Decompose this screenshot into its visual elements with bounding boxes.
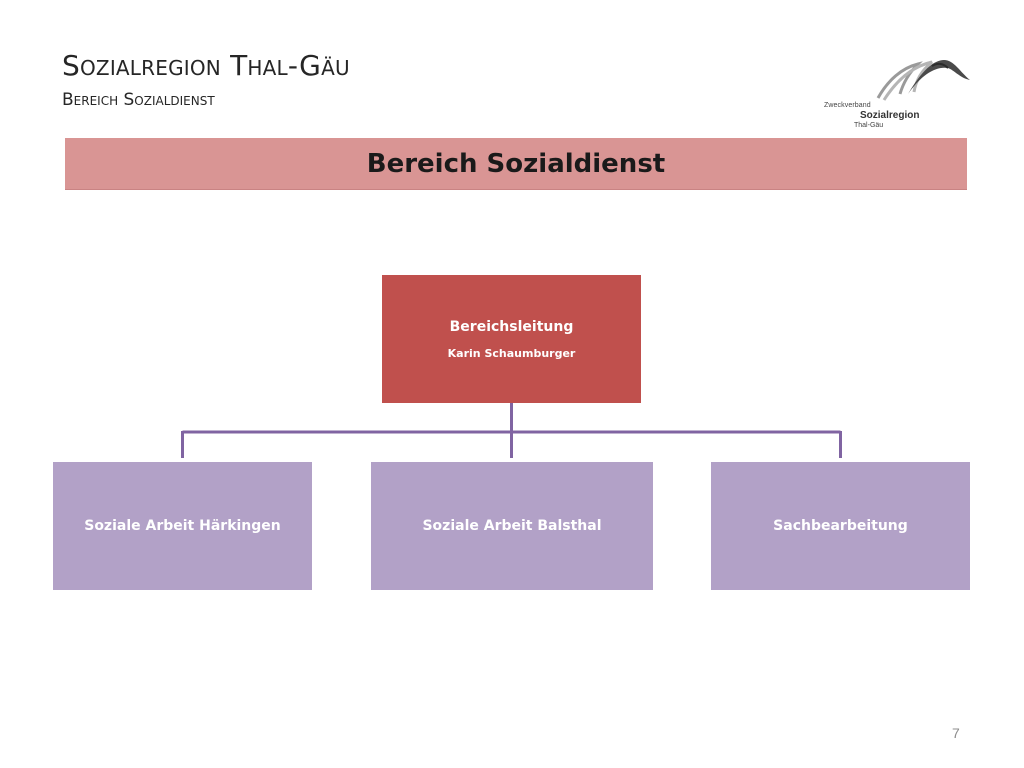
banner-title: Bereich Sozialdienst — [366, 148, 666, 179]
logo-text-line2: Sozialregion — [860, 110, 920, 121]
org-node-person: Karin Schaumburger — [447, 346, 576, 360]
slide-title: Sozialregion Thal-Gäu — [62, 49, 350, 82]
logo: Zweckverband Sozialregion Thal-Gäu — [824, 58, 974, 134]
org-node-title: Bereichsleitung — [449, 318, 574, 335]
org-node-soziale-arbeit-balsthal: Soziale Arbeit Balsthal — [371, 462, 653, 590]
bird-mountain-logo-icon — [876, 60, 970, 101]
org-node-bereichsleitung: Bereichsleitung Karin Schaumburger — [382, 275, 641, 403]
org-node-label: Sachbearbeitung — [773, 518, 908, 534]
org-node-label: Soziale Arbeit Balsthal — [422, 518, 602, 534]
org-node-soziale-arbeit-haerkingen: Soziale Arbeit Härkingen — [53, 462, 312, 590]
logo-text-line3: Thal-Gäu — [854, 122, 884, 129]
logo-text-line1: Zweckverband — [824, 102, 871, 109]
org-node-sachbearbeitung: Sachbearbeitung — [711, 462, 970, 590]
org-node-label: Soziale Arbeit Härkingen — [84, 518, 281, 534]
section-banner: Bereich Sozialdienst — [65, 138, 967, 190]
page-number: 7 — [952, 725, 960, 741]
slide-subtitle: Bereich Sozialdienst — [62, 90, 215, 110]
